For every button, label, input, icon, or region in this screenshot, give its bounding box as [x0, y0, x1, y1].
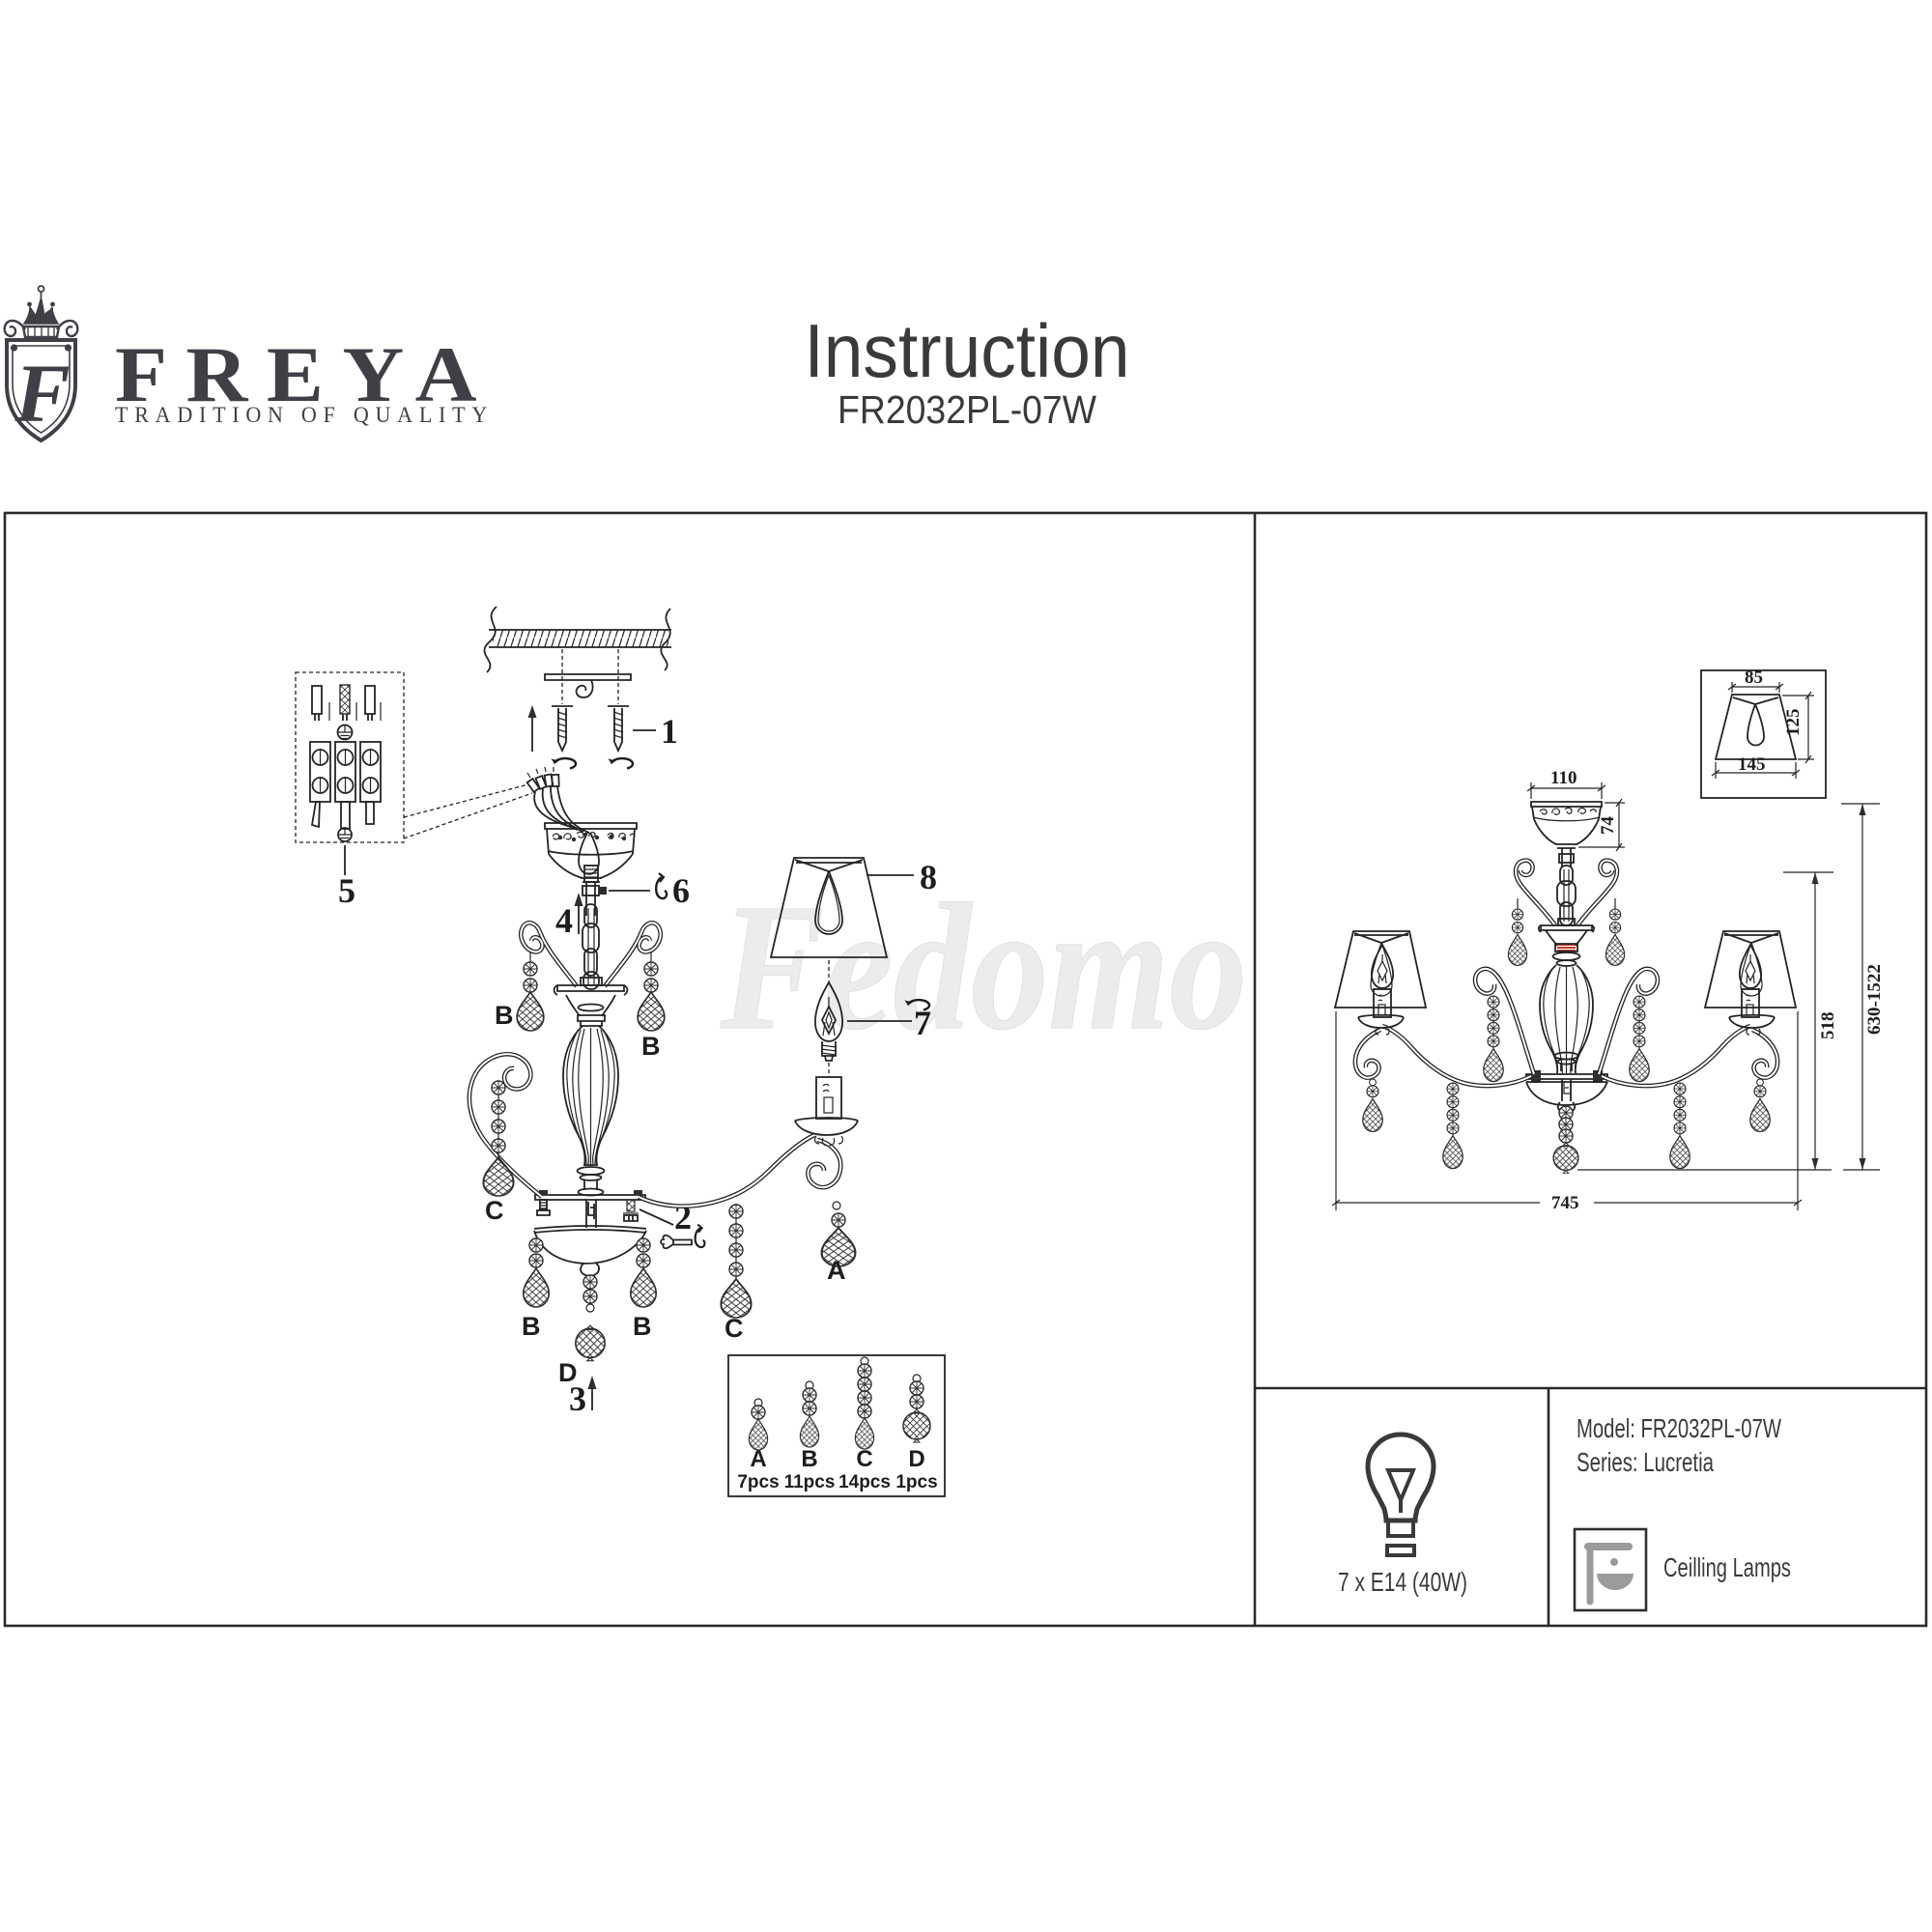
svg-text:85: 85	[1745, 668, 1763, 688]
svg-text:125: 125	[1783, 709, 1804, 737]
svg-text:B: B	[495, 1001, 514, 1030]
svg-text:745: 745	[1551, 1193, 1579, 1213]
svg-text:11pcs: 11pcs	[784, 1472, 836, 1492]
svg-text:1pcs: 1pcs	[895, 1472, 937, 1492]
svg-text:7: 7	[914, 1004, 931, 1042]
svg-text:B: B	[633, 1312, 652, 1341]
svg-text:5: 5	[338, 871, 355, 910]
svg-text:B: B	[641, 1032, 661, 1061]
svg-text:74: 74	[1598, 816, 1618, 836]
svg-text:7 x E14 (40W): 7 x E14 (40W)	[1338, 1567, 1467, 1597]
svg-text:6: 6	[672, 871, 690, 910]
svg-text:Model: FR2032PL-07W: Model: FR2032PL-07W	[1577, 1413, 1781, 1443]
svg-text:518: 518	[1818, 1012, 1838, 1040]
svg-text:D: D	[908, 1446, 924, 1472]
svg-text:D: D	[558, 1358, 578, 1387]
svg-text:B: B	[522, 1312, 541, 1341]
svg-text:Series: Lucretia: Series: Lucretia	[1577, 1447, 1714, 1477]
svg-text:Instruction: Instruction	[805, 308, 1130, 393]
svg-text:FR2032PL-07W: FR2032PL-07W	[838, 387, 1096, 432]
svg-text:630-1522: 630-1522	[1864, 964, 1885, 1035]
svg-text:8: 8	[920, 858, 937, 896]
svg-text:FREYA: FREYA	[115, 330, 496, 418]
svg-text:F: F	[14, 347, 70, 440]
svg-text:Ceilling Lamps: Ceilling Lamps	[1663, 1552, 1791, 1582]
svg-text:7pcs: 7pcs	[737, 1472, 779, 1492]
svg-text:A: A	[750, 1446, 766, 1472]
svg-text:1: 1	[661, 712, 678, 751]
svg-text:2: 2	[674, 1198, 692, 1236]
svg-text:145: 145	[1738, 754, 1766, 775]
svg-text:110: 110	[1550, 768, 1577, 788]
svg-text:C: C	[485, 1196, 504, 1225]
svg-text:C: C	[856, 1446, 872, 1472]
svg-text:A: A	[827, 1256, 846, 1285]
svg-text:14pcs: 14pcs	[838, 1472, 891, 1492]
svg-text:3: 3	[569, 1379, 586, 1418]
svg-text:4: 4	[555, 901, 573, 940]
svg-text:B: B	[801, 1446, 817, 1472]
svg-text:Fedomo: Fedomo	[720, 866, 1247, 1067]
svg-text:C: C	[724, 1314, 744, 1343]
svg-text:TRADITION OF QUALITY: TRADITION OF QUALITY	[115, 403, 494, 427]
